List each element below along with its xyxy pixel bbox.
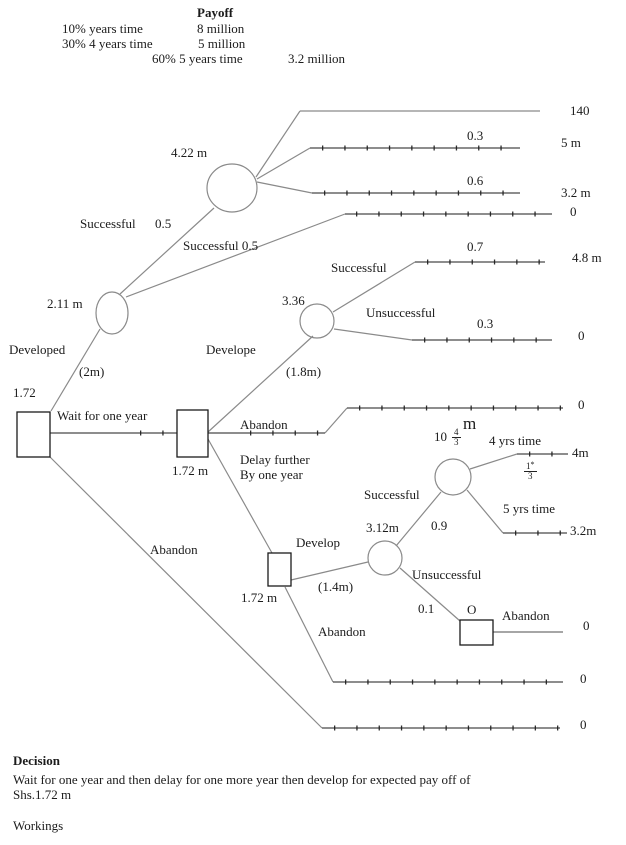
node-value-ten-m: m	[463, 414, 477, 433]
branch-label-wait: Wait for one year	[57, 408, 148, 423]
node-value-top: 4.22 m	[171, 145, 208, 160]
branch-line	[207, 438, 273, 554]
terminal-payoff-0-e: 0	[580, 717, 587, 732]
chance-node-top	[206, 163, 258, 213]
branch-line	[256, 147, 311, 180]
node-value-develope: 3.36	[282, 293, 305, 308]
decision-node-delay	[267, 552, 292, 587]
branch-label-develop: Develop	[296, 535, 341, 550]
payoff-row-condition: 10% years time	[62, 21, 143, 36]
probability-03-mid: 0.3	[477, 316, 494, 331]
terminal-payoff-140: 140	[570, 103, 590, 118]
chance-node-develop	[367, 540, 403, 576]
decision-text: Wait for one year and then delay for one…	[13, 772, 471, 787]
payoff-row-value: 5 million	[198, 36, 246, 51]
branch-label-5-yrs: 5 yrs time	[503, 501, 555, 516]
payoff-row-value: 8 million	[197, 21, 245, 36]
terminal-payoff-0-b: 0	[578, 328, 585, 343]
payoff-row-value: 3.2 million	[288, 51, 346, 66]
branch-line	[50, 328, 101, 412]
node-value-developed: 2.11 m	[47, 296, 83, 311]
branch-label-abandon-o: Abandon	[502, 608, 550, 623]
branch-label-successful-d: Successful	[364, 487, 420, 502]
chance-node-develope	[299, 303, 335, 339]
branch-line	[284, 586, 334, 683]
branch-line	[466, 489, 504, 534]
branch-label-delay-2: By one year	[240, 467, 303, 482]
branch-line	[256, 181, 313, 194]
probability-06-top: 0.6	[467, 173, 484, 188]
probability-01: 0.1	[418, 601, 435, 616]
decision-amount: Shs.1.72 m	[13, 787, 72, 802]
branch-line	[290, 561, 369, 581]
terminal-payoff-5m: 5 m	[561, 135, 581, 150]
node-value-wait: 1.72 m	[172, 463, 209, 478]
branch-line	[332, 261, 416, 313]
terminal-payoff-0-c: 0	[578, 397, 585, 412]
branch-label-abandon-wait: Abandon	[240, 417, 288, 432]
terminal-payoff-48m: 4.8 m	[572, 250, 602, 265]
decision-node-wait	[176, 409, 209, 458]
workings-title: Workings	[13, 818, 64, 833]
branch-label-successful-a: Successful	[80, 216, 136, 231]
decision-node-root	[16, 411, 51, 458]
node-value-develop: 3.12m	[366, 520, 399, 535]
payoff-title: Payoff	[197, 5, 234, 20]
branch-line	[469, 453, 518, 470]
node-value-root: 1.72	[13, 385, 36, 400]
branch-label-develope-cost: (1.8m)	[286, 364, 322, 379]
branch-line	[333, 328, 413, 341]
branch-line	[119, 207, 215, 295]
branch-label-develope: Develope	[206, 342, 256, 357]
branch-label-unsuccessful-c: Unsuccessful	[366, 305, 436, 320]
node-value-o: O	[467, 602, 477, 617]
node-value-delay: 1.72 m	[241, 590, 278, 605]
terminal-payoff-32m-mid: 3.2m	[570, 523, 597, 538]
node-value-ten: 10	[434, 429, 447, 444]
terminal-payoff-4m: 4m	[572, 445, 589, 460]
chance-node-developed	[95, 291, 129, 335]
decision-node-unsuccessful	[459, 619, 494, 646]
terminal-payoff-0-o: 0	[583, 618, 590, 633]
probability-05-a: 0.5	[155, 216, 172, 231]
branch-label-4-yrs: 4 yrs time	[489, 433, 541, 448]
branch-lines	[49, 110, 563, 729]
branch-label-unsuccessful-d: Unsuccessful	[412, 567, 482, 582]
chance-nodes	[95, 163, 472, 576]
branch-line	[207, 335, 314, 433]
branch-label-develop-cost: (1.4m)	[318, 579, 354, 594]
decision-title: Decision	[13, 753, 60, 768]
branch-line	[324, 407, 348, 434]
branch-label-successful-b: Successful 0.5	[183, 238, 259, 253]
terminal-payoff-0-a: 0	[570, 204, 577, 219]
branch-line	[399, 567, 461, 622]
branch-line	[255, 110, 301, 178]
probability-09: 0.9	[431, 518, 448, 533]
payoff-row-condition: 60% 5 years time	[152, 51, 243, 66]
decision-nodes	[16, 409, 494, 646]
branch-label-developed-cost: (2m)	[79, 364, 105, 379]
probability-one-third: 1*3	[524, 460, 537, 482]
branch-label-delay-1: Delay further	[240, 452, 310, 467]
payoff-row-condition: 30% 4 years time	[62, 36, 153, 51]
branch-label-successful-c: Successful	[331, 260, 387, 275]
branch-label-abandon-delay: Abandon	[318, 624, 366, 639]
branch-line	[395, 491, 442, 547]
probability-07: 0.7	[467, 239, 484, 254]
terminal-payoff-0-d: 0	[580, 671, 587, 686]
branch-line	[49, 456, 323, 729]
chance-node-time	[434, 458, 472, 496]
branch-label-developed: Developed	[9, 342, 66, 357]
terminal-payoff-32m-top: 3.2 m	[561, 185, 591, 200]
branch-label-abandon-root: Abandon	[150, 542, 198, 557]
probability-03-top: 0.3	[467, 128, 484, 143]
branch-line	[125, 213, 346, 298]
